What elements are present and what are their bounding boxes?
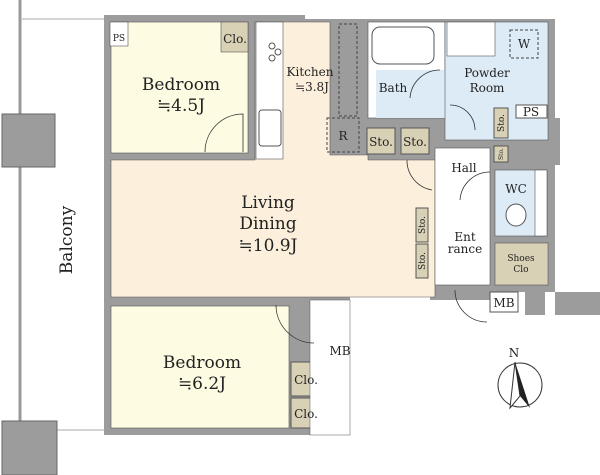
ps-box-2 [515, 104, 548, 119]
entrance-name-2: rance [448, 242, 482, 256]
powder-name-2: Room [470, 81, 505, 95]
bedroom1-size: ≒4.5J [157, 96, 205, 116]
living-size: ≒10.9J [239, 236, 298, 256]
sto-1 [366, 127, 396, 155]
mb-box [489, 291, 519, 313]
wc-label: WC [505, 182, 527, 196]
shoes-name-1: Shoes [507, 254, 535, 264]
mb-label-1: MB [329, 344, 350, 358]
balcony: Balcony [1, 0, 105, 475]
room-bedroom-6-2 [110, 305, 290, 429]
living-name-1: Living [241, 193, 295, 213]
bath-label: Bath [379, 81, 408, 95]
closet-1 [220, 21, 249, 53]
toilet [505, 203, 527, 227]
pillar [1, 113, 56, 168]
entrance-name-1: Ent [454, 230, 475, 244]
door-swings [204, 69, 491, 344]
clo-label-2: Clo. [294, 373, 318, 387]
kitchen-name: Kitchen [287, 65, 334, 79]
living-name-2: Dining [239, 214, 296, 234]
bedroom1-name: Bedroom [142, 75, 220, 95]
north-label: N [509, 346, 520, 360]
sto-label-5: Sto. [418, 216, 428, 234]
north-compass: N [497, 346, 543, 410]
sto-6 [415, 243, 429, 279]
mb-label-2: MB [493, 296, 514, 310]
sto-2 [400, 127, 430, 155]
washer-label: W [518, 37, 531, 51]
clo-label-3: Clo. [294, 407, 318, 421]
pillar [1, 420, 58, 475]
clo-label-1: Clo. [223, 32, 247, 46]
sto-label-4: Sto. [498, 148, 505, 160]
ps-box [109, 21, 129, 47]
sto-label-2: Sto. [403, 135, 427, 149]
sto-4 [493, 145, 509, 163]
sto-label-6: Sto. [418, 252, 428, 270]
sto-5 [415, 207, 429, 243]
balcony-label: Balcony [57, 205, 77, 274]
ps-label: PS [113, 34, 125, 44]
washer-space [509, 29, 539, 59]
bedroom2-name: Bedroom [163, 353, 241, 373]
hall-label: Hall [451, 161, 476, 175]
shoes-closet [494, 242, 549, 286]
shoes-name-2: Clo [513, 265, 528, 275]
fridge-label: R [338, 129, 348, 143]
sink [258, 109, 282, 147]
bedroom2-size: ≒6.2J [178, 374, 226, 394]
sto-3 [493, 107, 509, 139]
sto-label-1: Sto. [369, 135, 393, 149]
kitchen-size: ≒3.8J [295, 80, 329, 94]
ps-label-2: PS [523, 105, 539, 119]
powder-name-1: Powder [464, 66, 510, 80]
room-hall [434, 147, 491, 286]
sto-label-3: Sto. [497, 114, 507, 132]
fridge-space [326, 117, 360, 153]
bathtub [371, 26, 435, 65]
